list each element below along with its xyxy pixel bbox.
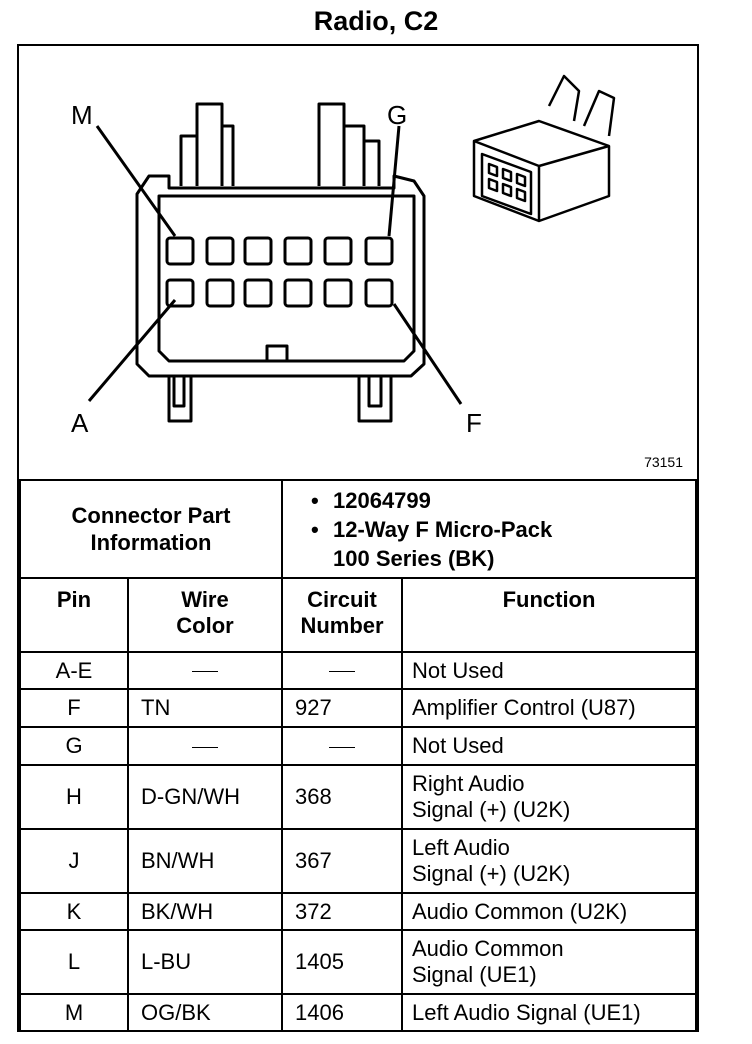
left-latch [179,102,235,186]
function-cell: Left Audio Signal (UE1) [401,993,697,1032]
pin-cell: H [19,764,129,830]
circuit-number-cell [281,726,403,766]
wire-color-cell: BK/WH [127,892,283,931]
wire-color-cell: TN [127,688,283,728]
circuit-number-cell: 368 [281,764,403,830]
pin-cavity [323,236,353,266]
pin-label-a: A [71,408,89,438]
connector-face-drawing [87,74,616,423]
connector-sheet: M G A F 73151 Connector Part Information… [17,44,699,1032]
empty-dash [192,746,218,748]
circuit-number-cell: 1406 [281,993,403,1032]
pin-cavity [364,236,394,266]
header-pin: Pin [19,577,129,653]
wire-color-cell: BN/WH [127,828,283,894]
leader-line-g [387,125,401,237]
empty-dash [329,746,355,748]
wire-color-cell [127,726,283,766]
figure-number: 73151 [644,454,683,470]
empty-dash [329,671,355,673]
pin-label-f: F [466,408,482,438]
housing-inner [157,194,416,363]
connector-description: 12-Way F Micro-Pack [333,516,553,542]
circuit-number-cell: 367 [281,828,403,894]
connector-isometric-view [472,74,616,223]
pin-cell: G [19,726,129,766]
pin-cavity [283,278,313,308]
part-number-line: •12064799 [311,487,431,513]
pin-cavity [323,278,353,308]
function-cell: Not Used [401,651,697,690]
connector-figure: M G A F 73151 [19,46,697,479]
connector-info-label: Connector Part Information [19,479,283,579]
pin-label-g: G [387,100,408,130]
leader-line-a [87,299,177,402]
function-cell: Amplifier Control (U87) [401,688,697,728]
right-latch [317,102,381,186]
pin-cavity [283,236,313,266]
table-row: A-E Not Used [19,651,697,690]
pinout-table: Connector Part Information •12064799 •12… [19,479,697,1032]
circuit-number-cell [281,651,403,690]
pin-cell: J [19,828,129,894]
pin-cell: M [19,993,129,1032]
function-cell: Not Used [401,726,697,766]
pin-cavity [165,236,195,266]
function-cell: Audio Common (U2K) [401,892,697,931]
pin-cavity [243,278,273,308]
empty-dash [192,671,218,673]
connector-info-row: Connector Part Information •12064799 •12… [19,479,697,579]
pin-cell: L [19,929,129,995]
bottom-skirt [167,376,393,423]
pin-label-m: M [71,100,93,130]
header-function: Function [401,577,697,653]
pin-cell: A-E [19,651,129,690]
pin-cavity [364,278,394,308]
key-notch [265,344,289,361]
wire-color-cell: OG/BK [127,993,283,1032]
diagram-title: Radio, C2 [313,6,439,36]
wire-color-cell: L-BU [127,929,283,995]
table-header-row: Pin Wire Color Circuit Number Function [19,577,697,653]
pin-cavity [165,278,195,308]
description-line-2: 100 Series (BK) [333,545,495,571]
description-line: •12-Way F Micro-Pack [311,516,553,542]
table-row: G Not Used [19,726,697,766]
circuit-number-cell: 1405 [281,929,403,995]
pin-cell: K [19,892,129,931]
leader-line-m [95,125,177,237]
pin-cavity [243,236,273,266]
leader-line-f [392,303,463,405]
housing-outer [135,174,426,378]
header-circuit-number: Circuit Number [281,577,403,653]
wire-color-cell [127,651,283,690]
header-wire-color: Wire Color [127,577,283,653]
part-number: 12064799 [333,487,431,513]
pin-cavity [205,278,235,308]
wire-color-cell: D-GN/WH [127,764,283,830]
circuit-number-cell: 927 [281,688,403,728]
pin-cell: F [19,688,129,728]
circuit-number-cell: 372 [281,892,403,931]
connector-info-details: •12064799 •12-Way F Micro-Pack 100 Serie… [281,479,697,579]
pin-cavity [205,236,235,266]
